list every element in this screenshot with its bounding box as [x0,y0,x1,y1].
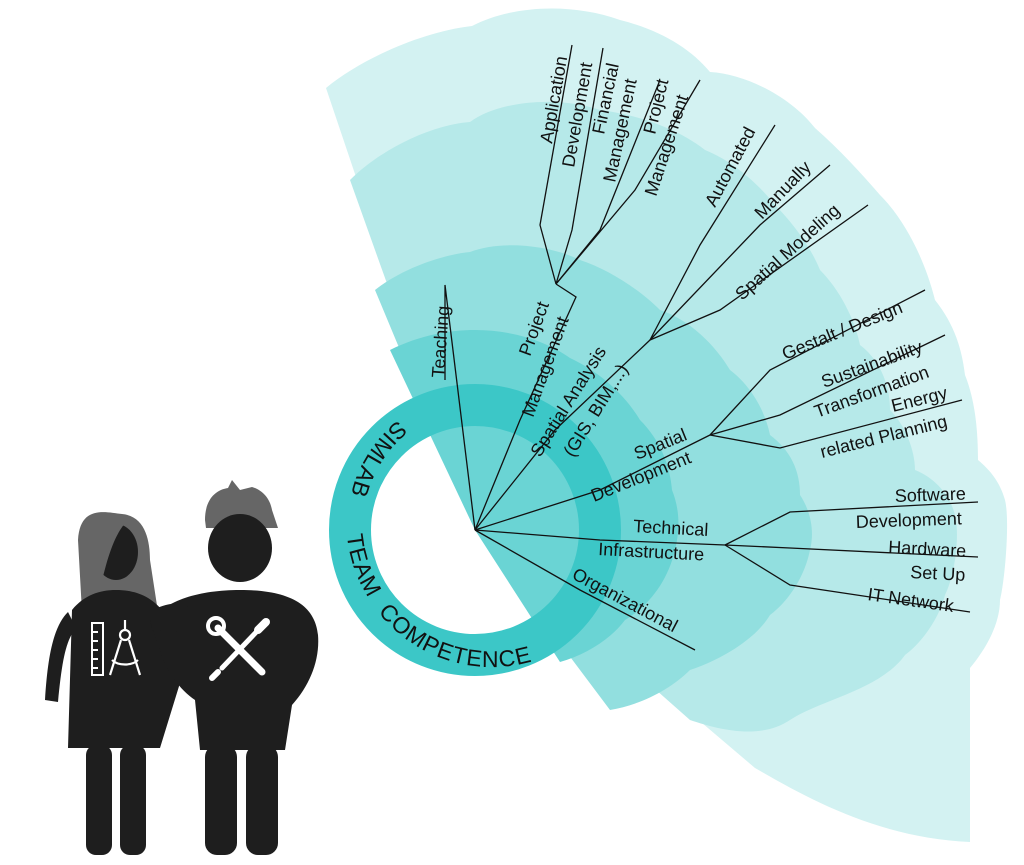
label-ti-software: Software [894,484,966,506]
line-pm-financial [555,47,604,285]
female-left-leg [86,745,112,855]
wrench-screwdriver-icon [206,616,270,681]
line-ti-network [724,544,971,613]
line-teaching [444,284,476,531]
male-arm [150,603,190,632]
ring-circle [329,384,621,676]
male-hair [205,480,278,528]
line-project-management [474,283,577,531]
female-right-leg [120,745,146,855]
label-ti-setup: Set Up [910,562,966,585]
line-sa-automated [649,124,776,341]
male-right-leg [246,745,278,855]
line-spatial-analysis [474,339,651,531]
female-figure-icon [45,512,200,855]
ruler-icon [91,622,104,676]
line-spatial-development [474,434,711,531]
male-figure-icon [150,480,319,855]
line-sa-spatial-modeling [649,204,869,341]
line-sa-manually [649,164,831,341]
line-sd-sustainability [709,334,946,436]
drafting-compass-icon [108,620,142,676]
line-ti-software [724,501,979,546]
line-pm-to-project [555,79,701,285]
line-technical-infrastructure [474,529,726,546]
male-left-leg [205,745,237,855]
male-body [150,590,319,750]
line-sd-gestalt [709,289,926,436]
line-pm-application [539,44,573,285]
label-technical-infrastructure-1: Technical [633,516,709,540]
branch-lines [444,44,979,651]
line-ti-hardware [724,544,979,558]
label-ti-development: Development [855,508,962,532]
female-hair-strand [89,515,128,612]
line-organizational [474,529,696,651]
male-head [208,514,272,582]
female-left-arm [45,612,76,702]
label-ti-hardware: Hardware [888,537,967,561]
line-sd-energy [709,399,963,449]
